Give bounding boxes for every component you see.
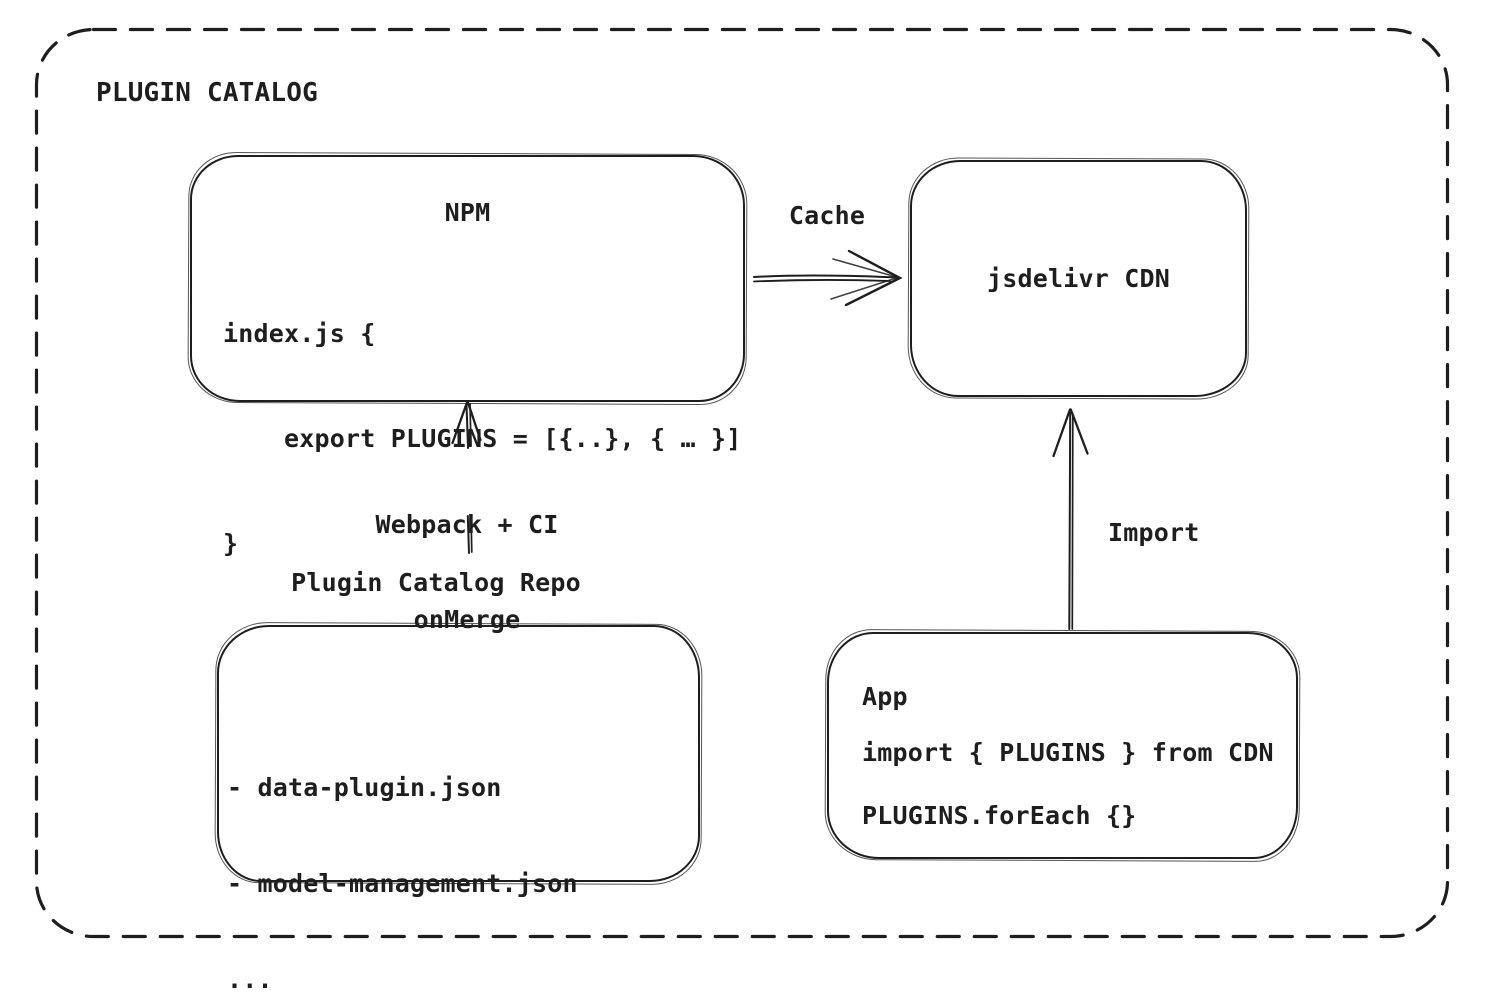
cache-arrow xyxy=(753,249,903,307)
repo-file-item: - data-plugin.json xyxy=(227,773,502,802)
app-node: App import { PLUGINS } from CDN PLUGINS.… xyxy=(827,632,1298,859)
npm-code-line: export PLUGINS = [{..}, { … }] xyxy=(223,424,742,453)
repo-node: - data-plugin.json - model-management.js… xyxy=(217,625,700,994)
repo-node-title: Plugin Catalog Repo xyxy=(291,568,581,597)
diagram-title: PLUGIN CATALOG xyxy=(96,78,318,108)
cdn-node-title: jsdelivr CDN xyxy=(986,264,1170,293)
app-node-title: App xyxy=(862,682,908,711)
npm-node-title: NPM xyxy=(444,198,491,227)
npm-code-line: } xyxy=(223,529,239,558)
catalog-boundary-border xyxy=(34,27,1450,939)
npm-code-line: index.js { xyxy=(223,319,376,348)
app-code-line: PLUGINS.forEach {} xyxy=(862,801,1137,830)
npm-code-block: index.js { export PLUGINS = [{..}, { … }… xyxy=(223,246,742,631)
app-code-line: import { PLUGINS } from CDN xyxy=(862,738,1274,767)
repo-file-item: ... xyxy=(227,965,273,994)
import-arrow xyxy=(1052,408,1089,630)
npm-node: NPM index.js { export PLUGINS = [{..}, {… xyxy=(190,155,745,558)
repo-file-item: - model-management.json xyxy=(227,869,578,898)
import-edge-label: Import xyxy=(1108,518,1200,547)
cdn-node: jsdelivr CDN xyxy=(910,160,1247,397)
repo-file-list: - data-plugin.json - model-management.js… xyxy=(227,708,578,1002)
build-arrow xyxy=(451,401,482,554)
cache-edge-label: Cache xyxy=(788,201,866,230)
build-edge-label-line1: Webpack + CI xyxy=(375,510,559,539)
